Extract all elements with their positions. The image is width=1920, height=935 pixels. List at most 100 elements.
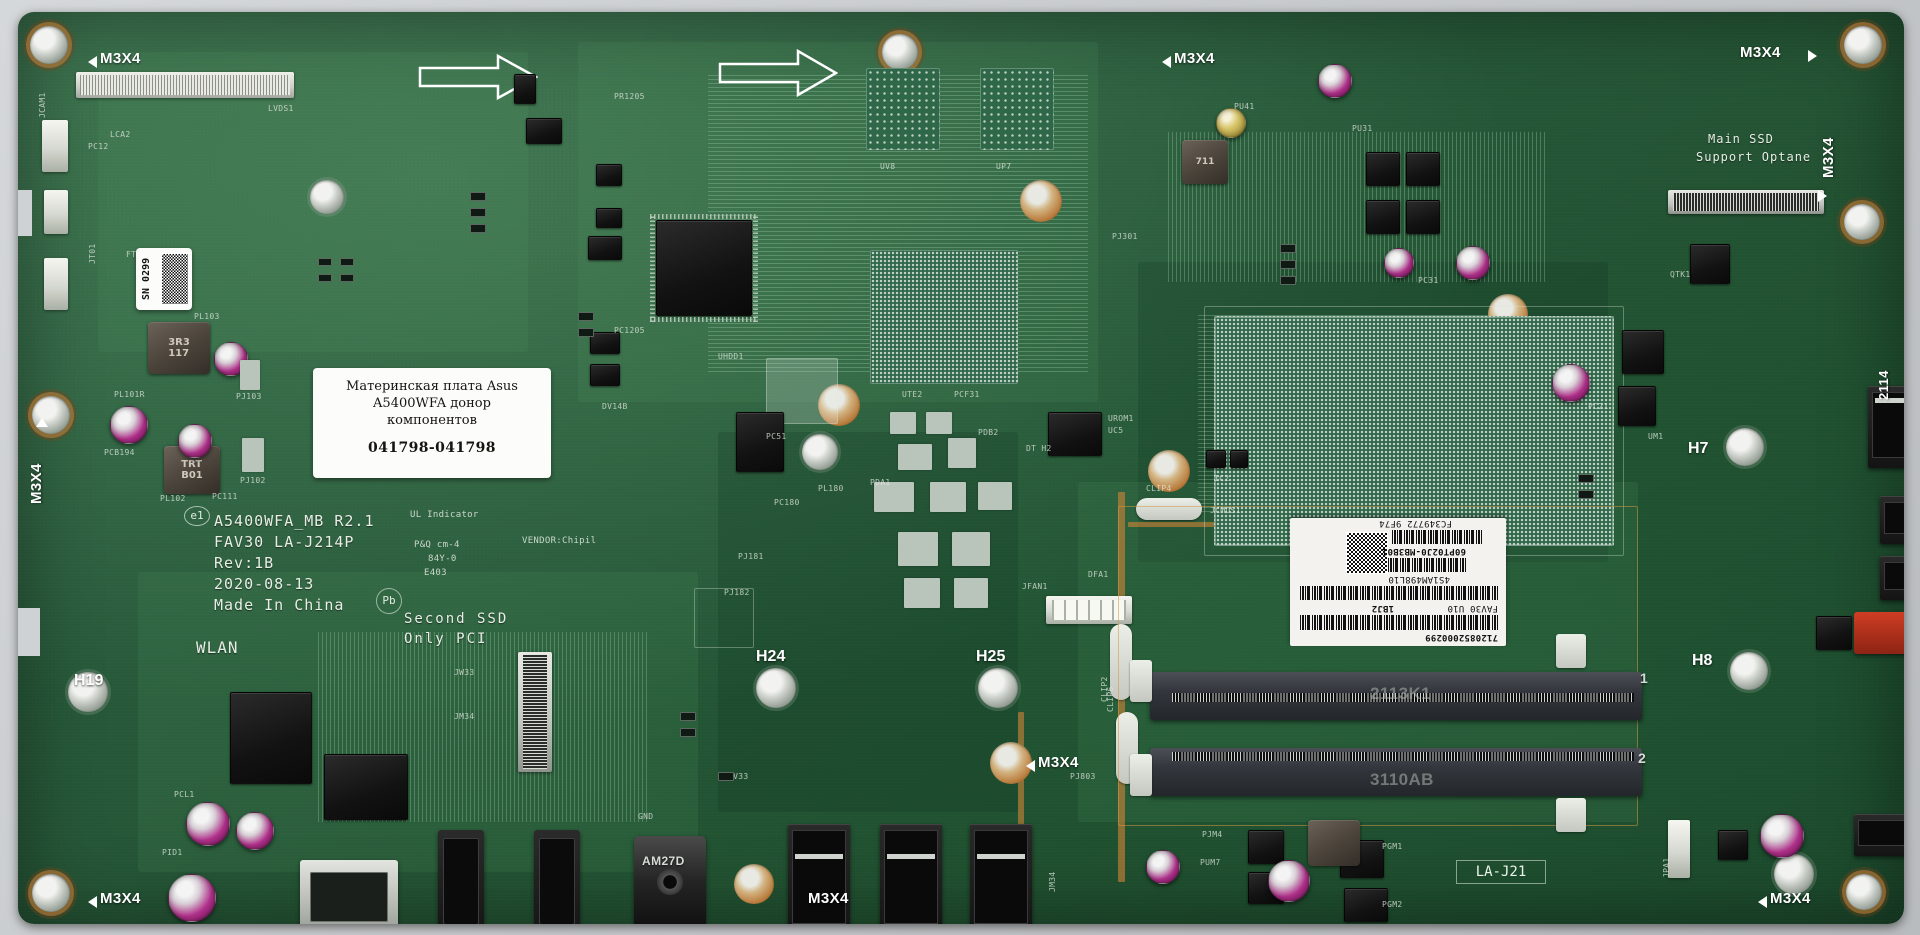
m3x4-label-bottom-right: M3X4	[1770, 890, 1811, 907]
designator-jm34: JM34	[1048, 871, 1057, 892]
m3x4-arrow-icon	[1026, 760, 1035, 772]
smd-resistor	[470, 208, 486, 217]
designator-jt01: JT01	[88, 243, 97, 264]
designator-jcmos1: JCMOS1	[1210, 506, 1241, 515]
mounting-pad	[734, 864, 774, 904]
annotation-arrow-icon	[718, 48, 838, 98]
jpa1-connector	[1668, 820, 1690, 878]
mounting-pad	[1020, 180, 1062, 222]
smd-pad	[898, 532, 938, 566]
m3x4-arrow-icon	[88, 56, 97, 68]
power-trace	[1018, 712, 1024, 882]
dimm-slot-1-number: 1	[1640, 670, 1649, 686]
qfp-pins	[650, 214, 758, 322]
dimm-slot-1-code: 2113K1	[1370, 684, 1432, 703]
board-silkscreen-line1: A5400WFA_MB R2.1	[214, 512, 375, 530]
designator-group: JW33	[454, 668, 475, 677]
electrolytic-capacitor	[1760, 814, 1804, 858]
usb-port-right-2	[1880, 496, 1904, 544]
large-ic-bottom-left	[230, 692, 312, 784]
audio-jack-red	[1854, 612, 1904, 654]
designator-lca2: LCA2	[110, 130, 131, 139]
usb-port-bottom-right	[1854, 814, 1904, 856]
electrolytic-capacitor	[186, 802, 230, 846]
smd-pad	[890, 412, 916, 434]
designator-group: PR1205	[614, 92, 645, 101]
inventory-label: Материнская плата Asus A5400WFA донор ко…	[313, 368, 551, 478]
smd-resistor	[1280, 276, 1296, 285]
designator-pj102: PJ102	[240, 476, 266, 485]
small-ic	[514, 74, 536, 104]
note-main-ssd-1: Main SSD	[1708, 132, 1774, 146]
designator-utf2: UTE2	[902, 390, 923, 399]
smd-resistor	[578, 312, 594, 321]
electrolytic-capacitor	[1456, 246, 1490, 280]
designator-uc5: UC5	[1108, 426, 1124, 435]
m3x4-arrow-icon	[1808, 50, 1817, 62]
designator-pid1: PID1	[162, 848, 183, 857]
mounting-hole	[1844, 204, 1880, 240]
designator-urom1: UROM1	[1108, 414, 1134, 423]
m3x4-label-top-center: M3X4	[1174, 50, 1215, 67]
m3x4-arrow-icon	[88, 896, 97, 908]
small-ic	[1406, 200, 1440, 234]
sata-connector-1	[438, 830, 484, 924]
note-second-ssd-2: Only PCI	[404, 631, 488, 647]
small-ic	[526, 118, 562, 144]
wlan-label: WLAN	[196, 638, 239, 657]
dimm-slot-1: 2113K1	[1150, 672, 1642, 720]
smd-resistor	[578, 328, 594, 337]
board-edge-notch	[18, 190, 32, 236]
designator-pu31: PU31	[1352, 124, 1373, 133]
dimm-slot-2: 3110AB	[1150, 748, 1642, 796]
mounting-hole-h19	[68, 672, 108, 712]
pb-free-mark: Pb	[376, 588, 402, 614]
designator-pgm2: PGM2	[1382, 900, 1403, 909]
note-second-ssd-1: Second SSD	[404, 611, 509, 627]
inductor-pu41: 711	[1182, 140, 1228, 184]
designator-gnd: GND	[638, 812, 654, 821]
small-ic	[1406, 152, 1440, 186]
edge-connector	[44, 190, 68, 234]
mounting-hole	[32, 874, 70, 912]
hole-label-h19: H19	[74, 672, 104, 689]
electrolytic-capacitor	[178, 424, 212, 458]
smd-pad	[926, 412, 952, 434]
sn-sticker-text: SN 0299	[141, 257, 152, 300]
board-edge-notch	[18, 608, 40, 656]
m3x4-label-bottom-center: M3X4	[808, 890, 849, 907]
jcam1-connector	[42, 120, 68, 172]
dimm-slot-2-code: 3110AB	[1370, 770, 1434, 789]
small-ic	[1718, 830, 1748, 860]
small-ic	[1366, 152, 1400, 186]
m3x4-arrow-icon	[36, 418, 48, 427]
m3x4-label-left: M3X4	[28, 463, 45, 504]
small-ic	[596, 164, 622, 186]
designator-pcf31: PCF31	[954, 390, 980, 399]
designator-pgm1: PGM1	[1382, 842, 1403, 851]
small-ic	[1206, 450, 1226, 468]
clip2	[1110, 624, 1132, 700]
small-ic	[736, 412, 784, 472]
cpu-bga-footprint	[1214, 316, 1614, 546]
designator-pc180: PC180	[774, 498, 800, 507]
memory-area-outline	[1118, 506, 1638, 826]
dimm-clip-left-2	[1130, 754, 1152, 796]
smd-resistor	[1280, 244, 1296, 253]
mounting-hole-h25	[978, 668, 1018, 708]
smd-resistor	[340, 274, 354, 282]
smd-resistor	[340, 258, 354, 266]
e1-compliance-mark: e1	[184, 506, 210, 526]
dimm-clip-left-1	[1130, 660, 1152, 702]
electrolytic-capacitor	[1146, 850, 1180, 884]
dimm-slot-2-number: 2	[1638, 750, 1647, 766]
designator-qtk1: QTK1	[1670, 270, 1691, 279]
pad-pj103	[240, 360, 260, 390]
smd-resistor	[680, 712, 696, 721]
designator-jpa1: JPA1	[1662, 857, 1671, 878]
designator-pl103: PL103	[194, 312, 220, 321]
rom-ic	[1048, 412, 1102, 456]
designator-pl180: PL180	[818, 484, 844, 493]
dc-power-jack	[634, 836, 706, 924]
electrolytic-capacitor	[1318, 64, 1352, 98]
